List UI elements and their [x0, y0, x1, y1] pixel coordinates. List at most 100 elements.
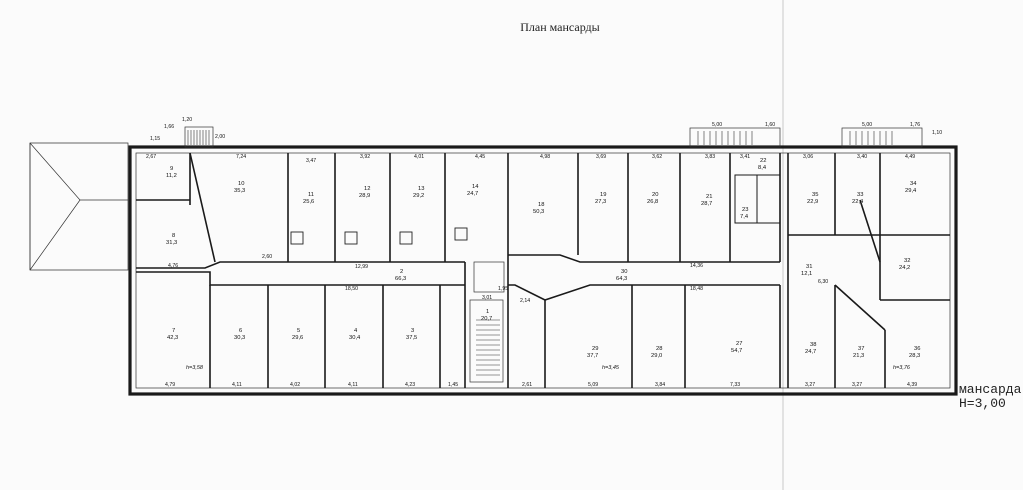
room-area: 25,6 — [303, 199, 314, 205]
dim-bottom-2: 4,11 — [232, 382, 242, 388]
room-area: 27,3 — [595, 199, 606, 205]
dim-top-3: 3,47 — [306, 158, 316, 164]
dim-top-9: 3,62 — [652, 154, 662, 160]
room-area: 24,7 — [467, 191, 478, 197]
dim-corr-7: 6,30 — [818, 279, 828, 285]
dim-stair-3: 2,00 — [215, 134, 225, 140]
room-area: 30,4 — [349, 335, 361, 341]
room-number: 37 — [858, 346, 864, 352]
dim-bottom-11: 3,27 — [805, 382, 815, 388]
room-number: 33 — [857, 192, 863, 198]
central-stair — [469, 261, 505, 383]
dim-corr-10: 1,95 — [498, 286, 508, 292]
room-number: 9 — [170, 166, 173, 172]
dim-top-11: 3,41 — [740, 154, 750, 160]
room-area: 24,7 — [805, 349, 816, 355]
room-area: 31,3 — [166, 240, 177, 246]
room-area: 12,1 — [801, 271, 812, 277]
dim-top-1: 2,67 — [146, 154, 156, 160]
room-number: 2 — [400, 269, 403, 275]
room-area: 7,4 — [740, 214, 749, 220]
room-area: 8,4 — [758, 165, 767, 171]
room-area: 20,7 — [481, 316, 492, 322]
room-number: 13 — [418, 186, 424, 192]
room-number: 30 — [621, 269, 627, 275]
room-number: 32 — [904, 258, 910, 264]
dim-top-6: 4,45 — [475, 154, 485, 160]
room-area: 24,2 — [899, 265, 910, 271]
room-area: 66,3 — [395, 276, 406, 282]
dim-stair-5: 5,00 — [712, 122, 722, 128]
dim-corr-4: 18,50 — [345, 286, 358, 292]
dim-stair-7: 5,00 — [862, 122, 872, 128]
room-area: 29,4 — [905, 188, 917, 194]
top-dimensions: 2,67 7,24 3,47 3,92 4,01 4,45 4,98 3,69 … — [146, 154, 915, 164]
dim-bottom-3: 4,02 — [290, 382, 300, 388]
room-number: 36 — [914, 346, 920, 352]
floor-name: мансарда — [959, 382, 1022, 397]
height-marks: h=3,58 h=3,45 h=3,76 — [186, 365, 911, 371]
room-number: 12 — [364, 186, 370, 192]
bottom-dimensions: 4,79 4,11 4,02 4,11 4,23 1,45 2,61 5,09 … — [165, 382, 917, 388]
room-area: 28,3 — [909, 353, 920, 359]
room-area: 29,0 — [651, 353, 662, 359]
room-number: 21 — [706, 194, 712, 200]
room-number: 22 — [760, 158, 766, 164]
dim-bottom-6: 1,45 — [448, 382, 458, 388]
dim-stair-4: 1,15 — [150, 136, 160, 142]
room-area: 11,2 — [166, 173, 177, 179]
room-area: 21,3 — [853, 353, 864, 359]
plan-title: План мансарды — [520, 20, 600, 34]
room-number: 28 — [656, 346, 662, 352]
room-number: 35 — [812, 192, 818, 198]
room-number: 4 — [354, 328, 358, 334]
room-number: 31 — [806, 264, 812, 270]
dim-stair-6: 1,60 — [765, 122, 775, 128]
dim-bottom-8: 5,09 — [588, 382, 598, 388]
ceiling-height: H=3,00 — [959, 396, 1006, 411]
room-number: 18 — [538, 202, 544, 208]
chimney-blocks — [290, 227, 468, 245]
room-area: 28,7 — [701, 201, 712, 207]
room-number: 20 — [652, 192, 658, 198]
dim-bottom-13: 4,39 — [907, 382, 917, 388]
room-area: 54,7 — [731, 348, 742, 354]
dim-top-7: 4,98 — [540, 154, 550, 160]
dim-top-8: 3,69 — [596, 154, 606, 160]
room-number: 7 — [172, 328, 175, 334]
room-area: 37,7 — [587, 353, 598, 359]
room-number: 1 — [486, 309, 489, 315]
room-number: 5 — [297, 328, 300, 334]
room-number: 3 — [411, 328, 414, 334]
room-number: 6 — [239, 328, 242, 334]
room-area: 64,3 — [616, 276, 627, 282]
room-number: 29 — [592, 346, 598, 352]
dim-stair-1: 1,66 — [164, 124, 174, 130]
dim-bottom-12: 3,27 — [852, 382, 862, 388]
dim-top-12: 3,06 — [803, 154, 813, 160]
dim-top-2: 7,24 — [236, 154, 246, 160]
dim-bottom-9: 3,84 — [655, 382, 665, 388]
dim-bottom-1: 4,79 — [165, 382, 175, 388]
dim-top-4: 3,92 — [360, 154, 370, 160]
dim-bottom-5: 4,23 — [405, 382, 415, 388]
stair-dimensions: 1,66 1,20 2,00 1,15 5,00 1,60 5,00 1,76 … — [150, 117, 942, 142]
dim-stair-8: 1,76 — [910, 122, 920, 128]
floor-label: мансарда H=3,00 — [959, 383, 1021, 411]
room-number: 14 — [472, 184, 479, 190]
room-area: 28,9 — [359, 193, 370, 199]
dim-corr-2: 2,60 — [262, 254, 272, 260]
room-area: 22,9 — [807, 199, 818, 205]
dim-top-14: 4,49 — [905, 154, 915, 160]
room-area: 50,3 — [533, 209, 544, 215]
roof-annex — [29, 142, 129, 271]
room-number: 19 — [600, 192, 606, 198]
height-mark-left: h=3,58 — [186, 365, 204, 371]
room-area: 26,8 — [647, 199, 658, 205]
dim-corr-6: 18,48 — [690, 286, 703, 292]
room-number: 38 — [810, 342, 816, 348]
dim-top-5: 4,01 — [414, 154, 424, 160]
dim-bottom-4: 4,11 — [348, 382, 358, 388]
room-area: 29,2 — [413, 193, 424, 199]
